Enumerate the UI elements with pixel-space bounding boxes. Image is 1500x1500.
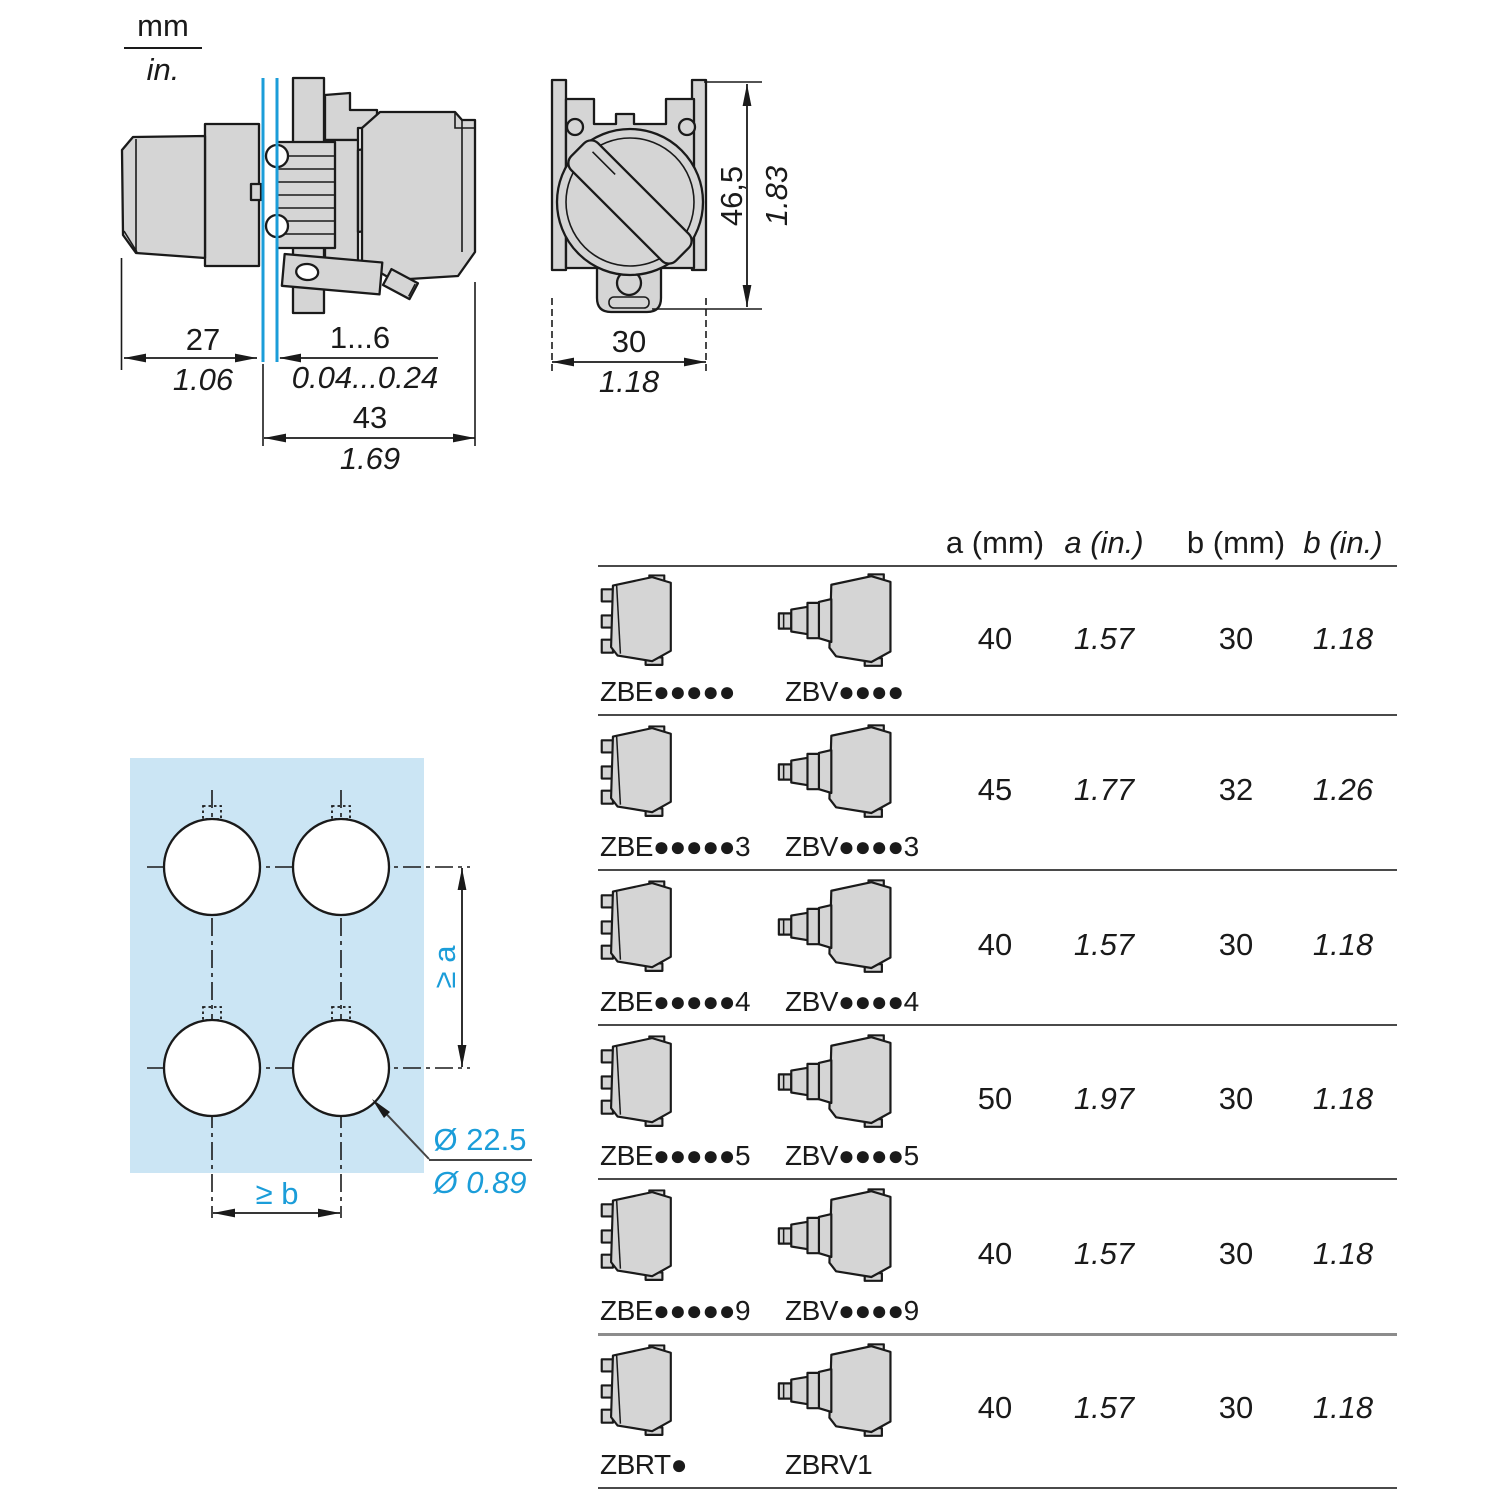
value-b-in: 1.18 <box>1312 1390 1374 1425</box>
dim-depth-in: 1.69 <box>340 441 400 476</box>
value-a-mm: 40 <box>977 621 1013 656</box>
zbe-reference-label: ZBE●●●●●5 <box>600 1140 751 1171</box>
zbv-contact-block-image <box>776 1034 900 1130</box>
dim-panel-thickness-mm: 1...6 <box>330 320 390 355</box>
value-a-in: 1.57 <box>1073 621 1135 656</box>
zbe-contact-block-image <box>598 724 682 820</box>
column-header-a-mm: a (mm) <box>945 525 1045 560</box>
zbv-reference-label: ZBV●●●● <box>785 676 904 707</box>
zbrt-reference-label: ZBRT● <box>600 1449 688 1480</box>
units-mm-label: mm <box>124 8 202 49</box>
dim-pitch-vertical: ≥ a <box>427 945 462 989</box>
value-a-mm: 40 <box>977 1390 1013 1425</box>
zbe-reference-label: ZBE●●●●●4 <box>600 986 751 1017</box>
column-header-a-in: a (in.) <box>1064 525 1144 560</box>
dim-hole-diameter-mm: Ø 22.5 <box>433 1122 526 1157</box>
front-view-drawing: 46,5 1.83 30 1.18 <box>550 78 794 399</box>
value-b-mm: 32 <box>1218 772 1254 807</box>
units-legend: mm in. <box>124 8 202 88</box>
zbrt-contact-block-image <box>598 1343 682 1439</box>
dim-height-in: 1.83 <box>759 166 794 226</box>
dim-head-width-in: 1.06 <box>173 362 234 397</box>
zbe-contact-block-image <box>598 879 682 975</box>
value-a-in: 1.57 <box>1073 1236 1135 1271</box>
column-header-b-in: b (in.) <box>1303 525 1383 560</box>
zbv-reference-label: ZBV●●●●5 <box>785 1140 919 1171</box>
zbv-contact-block-image <box>776 879 900 975</box>
zbv-reference-label: ZBV●●●●4 <box>785 986 919 1017</box>
table-row: ZBE●●●●●3 ZBV●●●●3 45 1.77 32 1.26 <box>598 714 1397 869</box>
value-b-mm: 30 <box>1218 927 1254 962</box>
zbv-contact-block-image <box>776 1188 900 1284</box>
value-a-mm: 45 <box>977 772 1013 807</box>
table-row: ZBE●●●●●5 ZBV●●●●5 50 1.97 30 1.18 <box>598 1024 1397 1178</box>
side-view-drawing: 27 1.06 1...6 0.04...0.24 43 1.69 <box>120 76 477 476</box>
value-b-in: 1.18 <box>1312 1081 1374 1116</box>
zbv-reference-label: ZBV●●●●3 <box>785 831 919 862</box>
zbe-contact-block-image <box>598 573 682 669</box>
value-a-in: 1.57 <box>1073 1390 1135 1425</box>
value-a-mm: 50 <box>977 1081 1013 1116</box>
dim-depth-mm: 43 <box>353 400 387 435</box>
zbe-reference-label: ZBE●●●●●3 <box>600 831 751 862</box>
dim-width-mm: 30 <box>612 324 646 359</box>
value-b-mm: 30 <box>1218 621 1254 656</box>
dim-panel-thickness-in: 0.04...0.24 <box>292 360 439 395</box>
table-row: ZBE●●●●●9 ZBV●●●●9 40 1.57 30 1.18 <box>598 1178 1397 1333</box>
value-b-mm: 30 <box>1218 1390 1254 1425</box>
zbv-contact-block-image <box>776 724 900 820</box>
cutout-hole <box>162 1018 262 1118</box>
panel-cutout-diagram: ≥ a ≥ b Ø 22.5 Ø 0.89 <box>130 758 532 1218</box>
zbrv-contact-block-image <box>776 1343 900 1439</box>
value-b-in: 1.26 <box>1312 772 1374 807</box>
dim-hole-diameter-in: Ø 0.89 <box>432 1165 526 1200</box>
value-b-in: 1.18 <box>1312 927 1374 962</box>
dim-width-in: 1.18 <box>599 364 660 399</box>
table-row: ZBRT● ZBRV1 40 1.57 30 1.18 <box>598 1333 1397 1487</box>
value-a-in: 1.97 <box>1073 1081 1135 1116</box>
zbv-reference-label: ZBV●●●●9 <box>785 1295 919 1326</box>
zbrv-reference-label: ZBRV1 <box>785 1449 873 1480</box>
value-a-in: 1.57 <box>1073 927 1135 962</box>
cutout-hole <box>291 817 391 917</box>
column-header-b-mm: b (mm) <box>1186 525 1286 560</box>
value-a-mm: 40 <box>977 927 1013 962</box>
zbe-reference-label: ZBE●●●●● <box>600 676 736 707</box>
zbe-contact-block-image <box>598 1188 682 1284</box>
value-b-mm: 30 <box>1218 1081 1254 1116</box>
value-a-in: 1.77 <box>1073 772 1135 807</box>
value-b-in: 1.18 <box>1312 1236 1374 1271</box>
dim-pitch-horizontal: ≥ b <box>256 1176 299 1211</box>
dim-height-mm: 46,5 <box>714 166 749 226</box>
cutout-hole <box>162 817 262 917</box>
table-row: ZBE●●●●●4 ZBV●●●●4 40 1.57 30 1.18 <box>598 869 1397 1024</box>
table-row: ZBE●●●●● ZBV●●●● 40 1.57 30 1.18 <box>598 565 1397 714</box>
units-in-label: in. <box>146 52 180 87</box>
zbe-contact-block-image <box>598 1034 682 1130</box>
zbe-reference-label: ZBE●●●●●9 <box>600 1295 751 1326</box>
value-a-mm: 40 <box>977 1236 1013 1271</box>
value-b-in: 1.18 <box>1312 621 1374 656</box>
value-b-mm: 30 <box>1218 1236 1254 1271</box>
dimension-table: a (mm) a (in.) b (mm) b (in.) ZBE●●●●● Z… <box>598 515 1397 1490</box>
zbv-contact-block-image <box>776 573 900 669</box>
dim-head-width-mm: 27 <box>186 322 220 357</box>
